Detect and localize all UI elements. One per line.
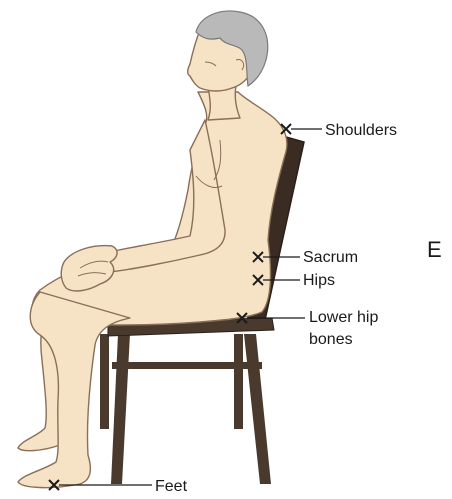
chair-front-leg-back <box>244 334 271 484</box>
marker-shoulders <box>281 124 322 134</box>
label-sacrum: Sacrum <box>303 249 358 266</box>
label-lower-hip-line1: Lower hip <box>309 309 378 326</box>
seated-figure <box>18 22 287 488</box>
label-hips: Hips <box>303 272 335 289</box>
chair-rear-leg-left <box>234 334 243 429</box>
label-lower-hip-line2: bones <box>309 331 353 348</box>
chair-rear-leg-right <box>100 334 109 429</box>
chair-stretcher <box>112 362 262 369</box>
label-shoulders: Shoulders <box>325 122 397 139</box>
chair-front-leg-front <box>111 334 130 484</box>
label-feet: Feet <box>155 478 188 495</box>
panel-letter: E <box>427 237 442 262</box>
